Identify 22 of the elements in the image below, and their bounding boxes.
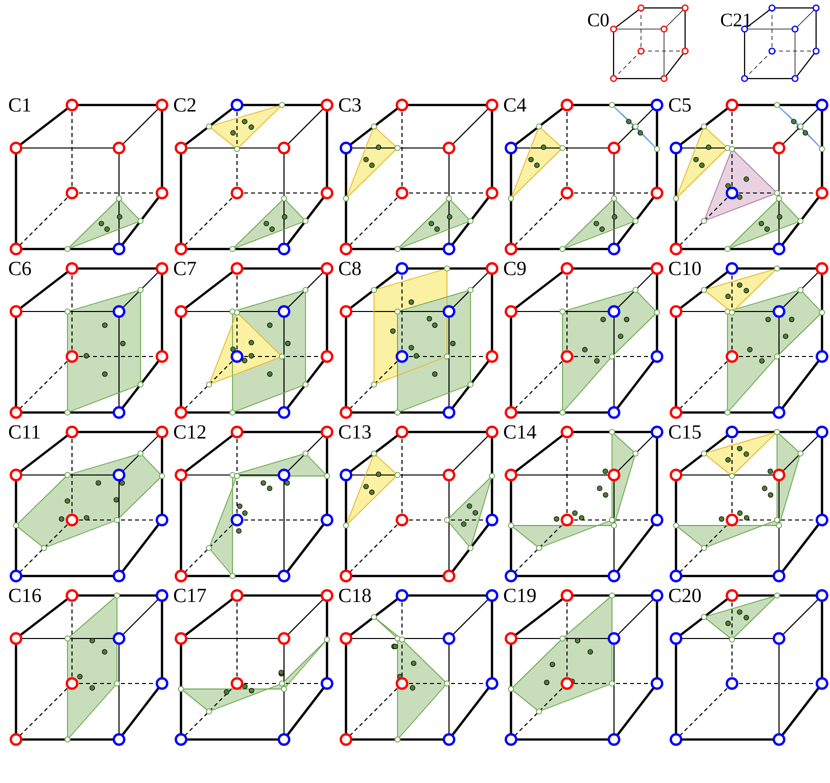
case-label: C5 [669, 98, 691, 112]
case-label: C9 [504, 262, 526, 276]
case-label: C12 [174, 425, 206, 439]
case-label: C19 [504, 588, 536, 602]
case-label: C8 [339, 262, 361, 276]
case-label: C20 [669, 588, 701, 602]
case-label: C16 [9, 588, 41, 602]
case-label: C14 [504, 425, 536, 439]
case-label: C6 [9, 262, 31, 276]
case-label: C0 [588, 14, 609, 26]
case-label: C4 [504, 98, 526, 112]
case-label: C11 [9, 425, 40, 439]
case-label: C17 [174, 588, 206, 602]
case-label: C3 [339, 98, 361, 112]
case-label: C21 [721, 14, 751, 26]
case-label: C7 [174, 262, 196, 276]
case-label: C1 [9, 98, 30, 112]
case-label: C15 [669, 425, 701, 439]
case-label: C13 [339, 425, 371, 439]
case-label: C10 [669, 262, 701, 276]
case-label: C18 [339, 588, 371, 602]
case-label: C2 [174, 98, 196, 112]
